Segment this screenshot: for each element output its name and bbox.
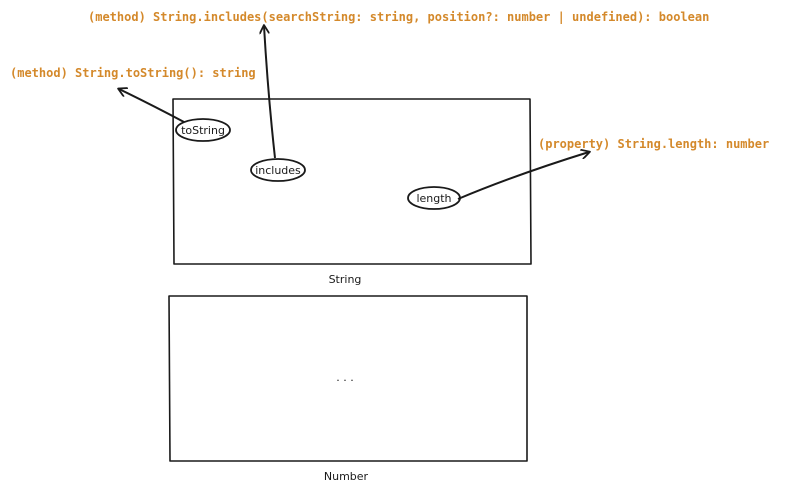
tostring-signature-text: (method) String.toString(): string <box>10 66 256 80</box>
number-box-ellipsis: · · · <box>336 374 353 387</box>
tostring-member-ellipse <box>175 118 231 142</box>
includes-member-label: includes <box>255 164 301 177</box>
number-box-label: Number <box>324 470 369 483</box>
string-box-label: String <box>329 273 362 286</box>
tostring-arrow <box>119 89 185 123</box>
number-box <box>168 295 528 462</box>
includes-arrow <box>264 26 276 159</box>
length-member-label: length <box>416 192 451 205</box>
length-signature-text: (property) String.length: number <box>538 137 769 151</box>
tostring-member-label: toString <box>181 124 225 137</box>
length-arrow <box>457 152 589 200</box>
includes-signature-text: (method) String.includes(searchString: s… <box>88 10 709 24</box>
string-box <box>172 98 532 265</box>
includes-member-ellipse <box>250 158 306 182</box>
